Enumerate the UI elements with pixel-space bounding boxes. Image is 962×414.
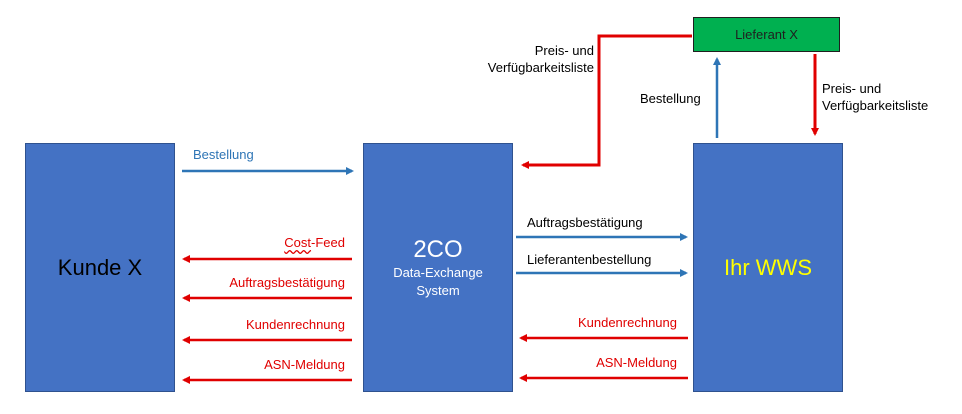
label-auftragsbestaetigung-wws: Auftragsbestätigung [527, 215, 643, 230]
label-preisliste-right-line2: Verfügbarkeitsliste [822, 98, 929, 113]
kunde-x-label: Kunde X [57, 254, 143, 280]
label-kundenrechnung-kunde: Kundenrechnung [245, 317, 345, 332]
label-cost-feed-underlined: Cost [284, 235, 312, 250]
label-asn-kunde: ASN-Meldung [264, 357, 345, 372]
label-asn-wws: ASN-Meldung [596, 355, 677, 370]
2co-box: 2CO Data-Exchange System [363, 143, 513, 392]
kunde-x-box: Kunde X [25, 143, 175, 392]
label-preisliste-right-line1: Preis- und [822, 81, 882, 96]
lieferant-x-label: Lieferant X [735, 27, 798, 42]
label-preisliste-left: Preis- und Verfügbarkeitsliste [488, 42, 594, 76]
ihr-wws-box: Ihr WWS [693, 143, 843, 392]
label-preisliste-left-line2: Verfügbarkeitsliste [487, 60, 594, 75]
2co-title: 2CO [413, 235, 463, 263]
label-auftragsbestaetigung-kunde: Auftragsbestätigung [229, 275, 345, 290]
2co-subtitle-line1: Data-Exchange [393, 264, 483, 280]
label-cost-feed: Cost-Feed [284, 234, 345, 251]
label-bestellung-lieferant: Bestellung [640, 91, 701, 106]
label-lieferantenbestellung-wws: Lieferantenbestellung [527, 252, 652, 267]
label-preisliste-right: Preis- und Verfügbarkeitsliste [822, 80, 928, 114]
label-preisliste-left-line1: Preis- und [534, 43, 594, 58]
label-kundenrechnung-wws: Kundenrechnung [577, 315, 677, 330]
ihr-wws-label: Ihr WWS [724, 254, 812, 280]
label-cost-feed-rest: -Feed [311, 235, 345, 250]
lieferant-x-box: Lieferant X [693, 17, 840, 52]
arrow-preisliste-to-2co [521, 34, 692, 169]
2co-subtitle-line2: System [416, 282, 460, 298]
label-bestellung-kunde: Bestellung [193, 147, 254, 162]
